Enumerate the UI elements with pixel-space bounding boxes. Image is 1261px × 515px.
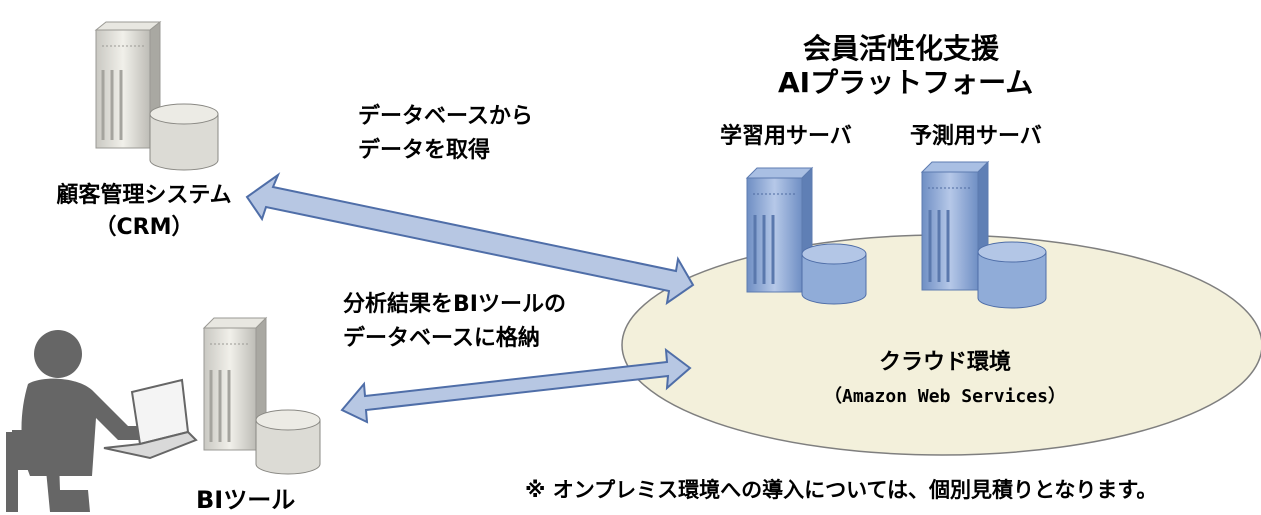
- learning-database-icon: [801, 243, 867, 305]
- crm-server-icon: [94, 20, 162, 150]
- fetch-data-label-line1: データベースから: [358, 104, 533, 129]
- platform-title-line2: AIプラットフォーム: [778, 66, 1034, 99]
- bi-database-icon: [255, 409, 321, 475]
- store-data-label-line1: 分析結果をBIツールの: [343, 292, 566, 317]
- cloud-label: クラウド環境 （Amazon Web Services）: [790, 346, 1100, 414]
- bi-server-icon: [202, 316, 268, 452]
- store-data-arrow: [340, 347, 692, 424]
- store-data-label-line2: データベースに格納: [343, 326, 540, 351]
- platform-title: 会員活性化支援 AIプラットフォーム: [778, 32, 1034, 100]
- learning-server-icon: [745, 166, 814, 294]
- bi-label: BIツール: [196, 486, 296, 514]
- footnote: ※ オンプレミス環境への導入については、個別見積りとなります。: [525, 478, 1158, 502]
- crm-label: 顧客管理システム （CRM）: [34, 180, 254, 244]
- fetch-data-arrow: [245, 172, 695, 306]
- cloud-label-line1: クラウド環境: [878, 350, 1011, 375]
- cloud-label-line2: （Amazon Web Services）: [824, 386, 1066, 407]
- prediction-server-label: 予測用サーバ: [910, 124, 1042, 149]
- crm-label-line1: 顧客管理システム: [56, 183, 232, 208]
- fetch-data-label: データベースから データを取得: [358, 100, 533, 168]
- user-with-laptop-icon: [6, 330, 140, 512]
- prediction-database-icon: [977, 241, 1047, 309]
- fetch-data-label-line2: データを取得: [358, 138, 491, 163]
- learning-server-label: 学習用サーバ: [720, 124, 852, 149]
- platform-title-line1: 会員活性化支援: [802, 32, 999, 65]
- crm-label-line2: （CRM）: [94, 215, 194, 240]
- laptop-icon: [103, 378, 198, 460]
- store-data-label: 分析結果をBIツールの データベースに格納: [343, 288, 566, 356]
- crm-database-icon: [149, 103, 219, 171]
